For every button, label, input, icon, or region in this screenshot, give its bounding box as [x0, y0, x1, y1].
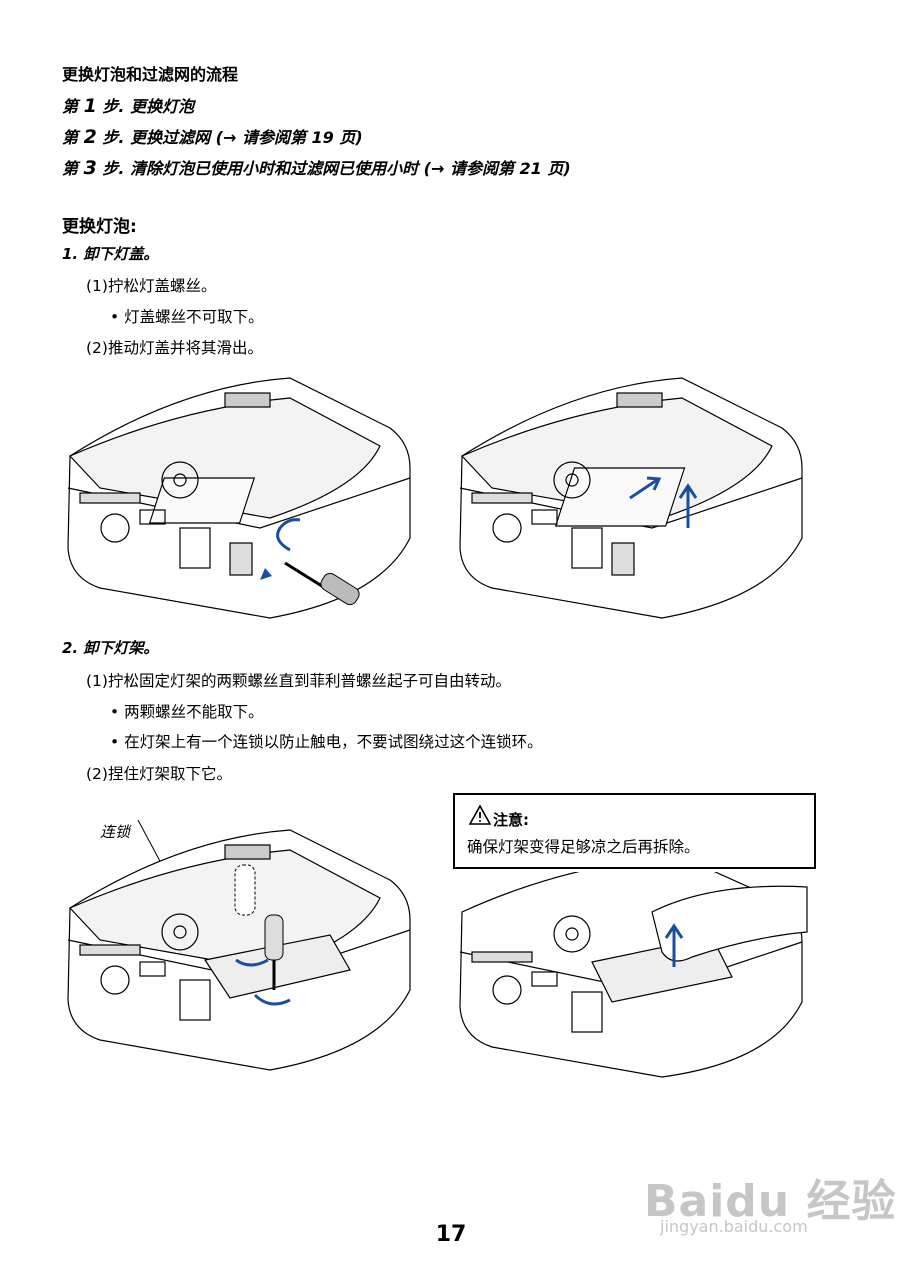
step-text: 清除灯泡已使用小时和过滤网已使用小时 (→ 请参阅第 21 页): [130, 159, 571, 178]
projector-illustration-remove-housing: [459, 872, 808, 1078]
section-title: 更换灯泡:: [62, 217, 137, 237]
step-number: 1: [83, 95, 97, 117]
lift-arrow-icon: [664, 923, 684, 967]
rotate-arrow-icon: [276, 518, 301, 552]
screwdriver-icon: [284, 561, 360, 606]
projector-illustration-slide-cover: [459, 377, 803, 619]
projector-illustration-unscrew-cover: [67, 377, 411, 619]
step1-title: 1. 卸下灯盖。: [62, 245, 159, 263]
step-text: 更换灯泡: [130, 97, 195, 116]
screwdriver-icon: [234, 864, 284, 990]
step-prefix: 第: [62, 128, 79, 147]
step2-line-2: • 两颗螺丝不能取下。: [110, 703, 264, 721]
caution-box: 注意: 确保灯架变得足够凉之后再拆除。: [453, 793, 816, 869]
page-heading: 更换灯泡和过滤网的流程: [62, 65, 239, 84]
step1-line-2: • 灯盖螺丝不可取下。: [110, 308, 264, 326]
flow-step-2: 第 2 步. 更换过滤网 (→ 请参阅第 19 页): [62, 124, 363, 148]
warning-triangle-icon: [469, 805, 491, 825]
flow-step-1: 第 1 步. 更换灯泡: [62, 93, 194, 117]
caution-text: 确保灯架变得足够凉之后再拆除。: [467, 838, 700, 856]
step1-line-3: (2)推动灯盖并将其滑出。: [86, 339, 263, 357]
step-suffix: 步.: [102, 97, 125, 116]
step2-line-3: • 在灯架上有一个连锁以防止触电，不要试图绕过这个连锁环。: [110, 733, 543, 751]
step-text: 更换过滤网 (→ 请参阅第 19 页): [130, 128, 363, 147]
interlock-label: 连锁: [100, 823, 131, 841]
page-number: 17: [435, 1222, 467, 1247]
step1-line-1: (1)拧松灯盖螺丝。: [86, 277, 217, 295]
step2-line-4: (2)捏住灯架取下它。: [86, 765, 232, 783]
step-prefix: 第: [62, 97, 79, 116]
step2-title: 2. 卸下灯架。: [62, 639, 159, 657]
flow-step-3: 第 3 步. 清除灯泡已使用小时和过滤网已使用小时 (→ 请参阅第 21 页): [62, 155, 571, 179]
slide-arrow-icon: [629, 476, 698, 528]
step-number: 2: [83, 126, 97, 148]
step2-line-1: (1)拧松固定灯架的两颗螺丝直到菲利普螺丝起子可自由转动。: [86, 672, 511, 690]
step-number: 3: [83, 157, 97, 179]
rotate-arrow-icon: [253, 993, 291, 1006]
watermark-url: jingyan.baidu.com: [660, 1217, 808, 1236]
watermark-logo: Baidu 经验: [644, 1176, 897, 1227]
caution-title: 注意:: [493, 811, 529, 829]
step-suffix: 步.: [102, 159, 125, 178]
step-suffix: 步.: [102, 128, 125, 147]
step-prefix: 第: [62, 159, 79, 178]
projector-illustration-loosen-housing: [67, 820, 411, 1071]
